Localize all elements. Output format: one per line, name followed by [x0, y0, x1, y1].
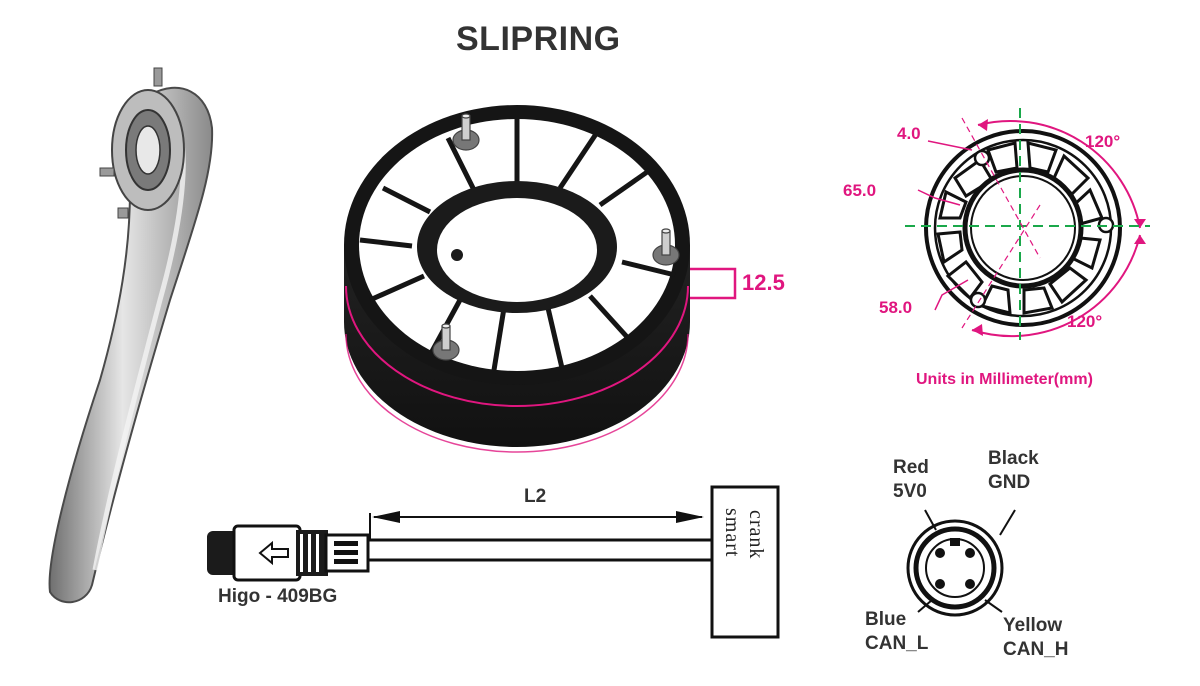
- smart-crank-text: smart crank: [715, 504, 775, 624]
- pin-red: Red 5V0: [893, 456, 929, 504]
- plan-view: [905, 108, 1150, 340]
- pin-black-color: Black: [988, 448, 1039, 469]
- pin-blue-signal: CAN_L: [865, 633, 929, 654]
- pin-blue: Blue CAN_L: [865, 608, 928, 656]
- pin-socket-icon: [906, 509, 1016, 617]
- slipring-icon: [344, 105, 690, 453]
- angle-bottom-label: 120°: [1067, 312, 1103, 331]
- inner-diameter-label: 58.0: [879, 298, 913, 317]
- pin-yellow: Yellow CAN_H: [1003, 614, 1068, 662]
- connector-model-label: Higo - 409BG: [218, 586, 338, 607]
- height-label: 12.5: [742, 270, 785, 295]
- pin-black: Black GND: [988, 447, 1039, 495]
- pin-blue-color: Blue: [865, 609, 907, 630]
- hole-diameter-label: 4.0: [897, 124, 921, 143]
- pin-yellow-signal: CAN_H: [1003, 639, 1069, 660]
- angle-top-label: 120°: [1085, 132, 1121, 151]
- crank-arm-icon: [48, 67, 214, 604]
- smart-crank-box: [710, 485, 780, 639]
- arrow-left-icon: [258, 540, 289, 566]
- pin-black-signal: GND: [988, 472, 1031, 493]
- cable-length-label: L2: [524, 486, 547, 507]
- pin-red-signal: 5V0: [893, 481, 927, 502]
- connector-plug-icon: [207, 524, 370, 582]
- units-note: Units in Millimeter(mm): [916, 371, 1093, 388]
- outer-diameter-label: 65.0: [843, 181, 877, 200]
- pin-yellow-color: Yellow: [1003, 615, 1063, 636]
- pin-red-color: Red: [893, 457, 929, 478]
- crank-label: crank: [745, 510, 767, 560]
- cable-drawing: [368, 485, 780, 639]
- page-title: SLIPRING: [456, 20, 621, 58]
- height-dimension: [690, 267, 737, 300]
- smart-label: smart: [721, 508, 743, 558]
